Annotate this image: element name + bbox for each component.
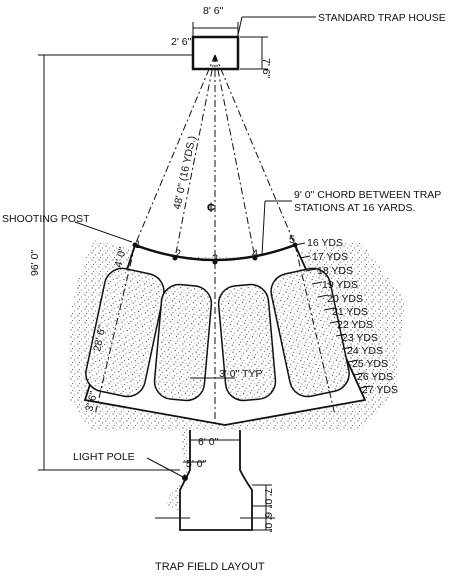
dimension-lines [38, 16, 316, 531]
yard-label: 23 YDS [342, 332, 378, 344]
centerline-symbol: ¢ [207, 199, 215, 215]
light-pole-label: LIGHT POLE [73, 451, 135, 463]
radial-lines [94, 54, 336, 425]
yard-label: 27 YDS [362, 384, 398, 396]
figure-caption: TRAP FIELD LAYOUT [155, 561, 265, 573]
station-markers [132, 242, 298, 481]
island-1 [85, 267, 165, 398]
yard-label: 25 YDS [352, 358, 388, 370]
yard-label: 18 YDS [317, 265, 353, 277]
yard-label: 24 YDS [347, 345, 383, 357]
yard-label: 17 YDS [312, 251, 348, 263]
house-depth-dim: 7' 6" [260, 58, 272, 79]
island-2 [153, 283, 213, 402]
station-1-label: 1 [135, 239, 141, 251]
chord-note-line1: 9' 0" CHORD BETWEEN TRAP [294, 189, 441, 201]
station-3-label: 3 [212, 253, 218, 265]
pole-offset-dim: 5' 0" [186, 458, 207, 470]
yard-label: 19 YDS [322, 279, 358, 291]
house-offset-dim: 2' 6" [171, 36, 192, 48]
station-5-label: 5 [289, 234, 295, 246]
path-width-dim: 3' 0" TYP [219, 368, 262, 380]
chord-note-line2: STATIONS AT 16 YARDS. [294, 202, 415, 214]
yard-label: 26 YDS [357, 371, 393, 383]
island-4 [270, 267, 350, 398]
trap-house [191, 35, 240, 71]
yard-labels: 16 YDS 17 YDS 18 YDS 19 YDS 20 YDS 21 YD… [307, 237, 398, 396]
walk-length-dim: 28' 6" [91, 324, 108, 352]
station-4-label: 4 [252, 248, 258, 260]
overall-dim: 96' 0" [29, 250, 41, 276]
walk-width-dim: 4' 0" [112, 246, 129, 269]
island-3 [217, 283, 277, 402]
yard-label: 20 YDS [327, 293, 363, 305]
stem-end-dim: 6' 0" [262, 512, 274, 533]
house-width-dim: 8' 6" [203, 5, 224, 17]
station-numbers: 1 2 3 4 5 [135, 234, 295, 265]
post-offset-dim: 3' 6" [83, 390, 100, 413]
radius-dim: 48' 0" (16 YDS.) [171, 135, 198, 211]
standard-trap-house-label: STANDARD TRAP HOUSE [318, 12, 446, 24]
stem-walkway [179, 430, 253, 531]
field-islands [85, 267, 350, 402]
yard-label: 16 YDS [307, 237, 343, 249]
yard-label: 21 YDS [332, 306, 368, 318]
shooting-post-label: SHOOTING POST [2, 213, 90, 225]
yard-label: 22 YDS [337, 319, 373, 331]
stem-length-dim: 7' 0" [262, 488, 274, 509]
stem-width-dim: 6' 0" [198, 436, 219, 448]
station-2-label: 2 [175, 248, 181, 260]
leader-lines [74, 200, 292, 479]
